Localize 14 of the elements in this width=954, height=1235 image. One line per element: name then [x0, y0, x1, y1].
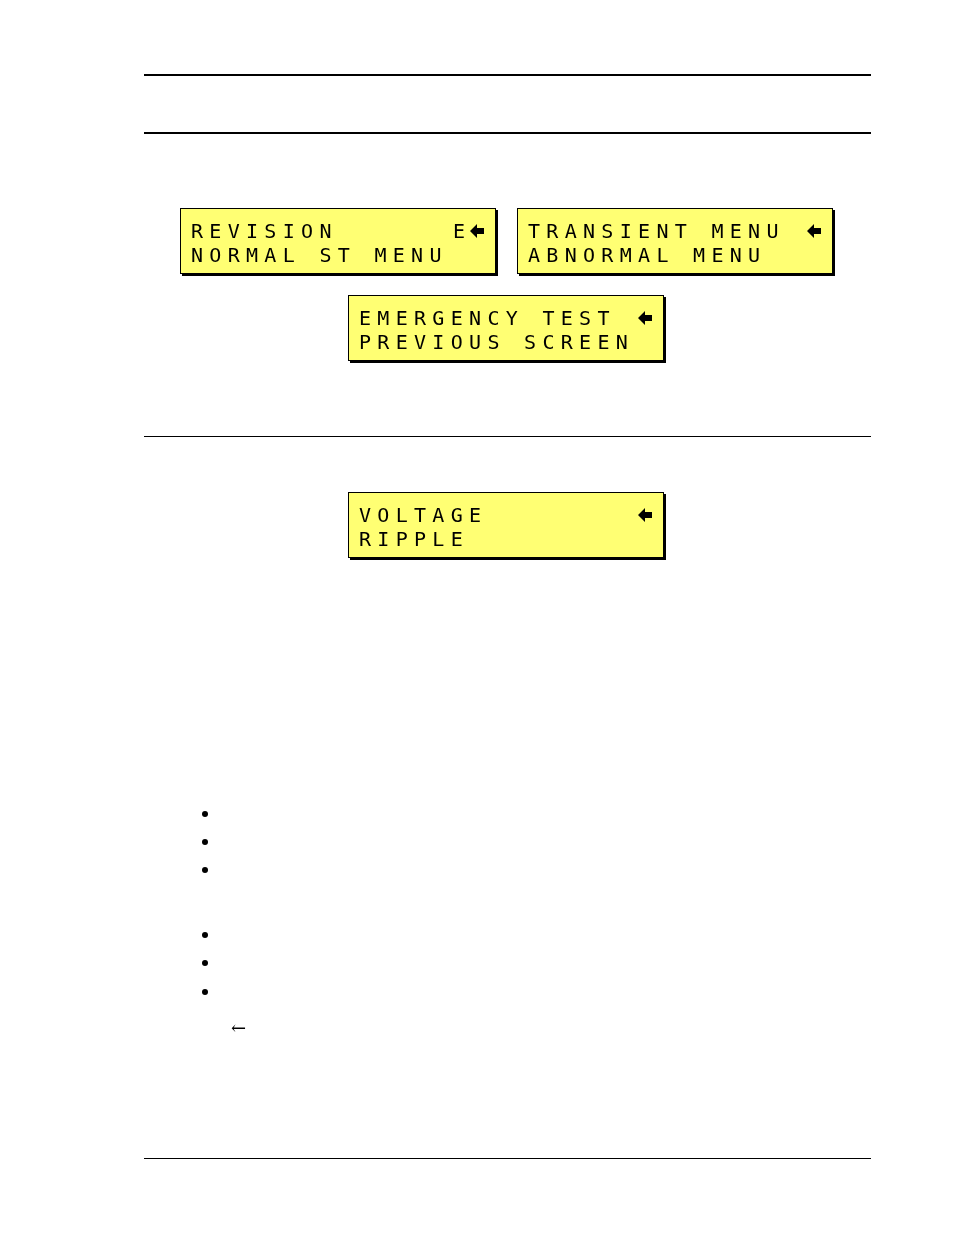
display-text: TRANSIENT MENU [528, 220, 785, 242]
lcd-display-panel [348, 295, 664, 361]
display-text: NORMAL ST MENU [191, 244, 448, 266]
display-text: EMERGENCY TEST [359, 307, 616, 329]
display-text: RIPPLE [359, 528, 470, 550]
display-text: ABNORMAL MENU [528, 244, 767, 266]
display-text: REVISION [191, 220, 338, 242]
display-text: E [453, 220, 472, 242]
arrow-symbol: ← [231, 1018, 247, 1038]
lcd-display-panel [348, 492, 664, 558]
lcd-display-panel [517, 208, 833, 274]
lcd-display-panel [180, 208, 496, 274]
display-text: VOLTAGE [359, 504, 488, 526]
display-text: PREVIOUS SCREEN [359, 331, 635, 353]
